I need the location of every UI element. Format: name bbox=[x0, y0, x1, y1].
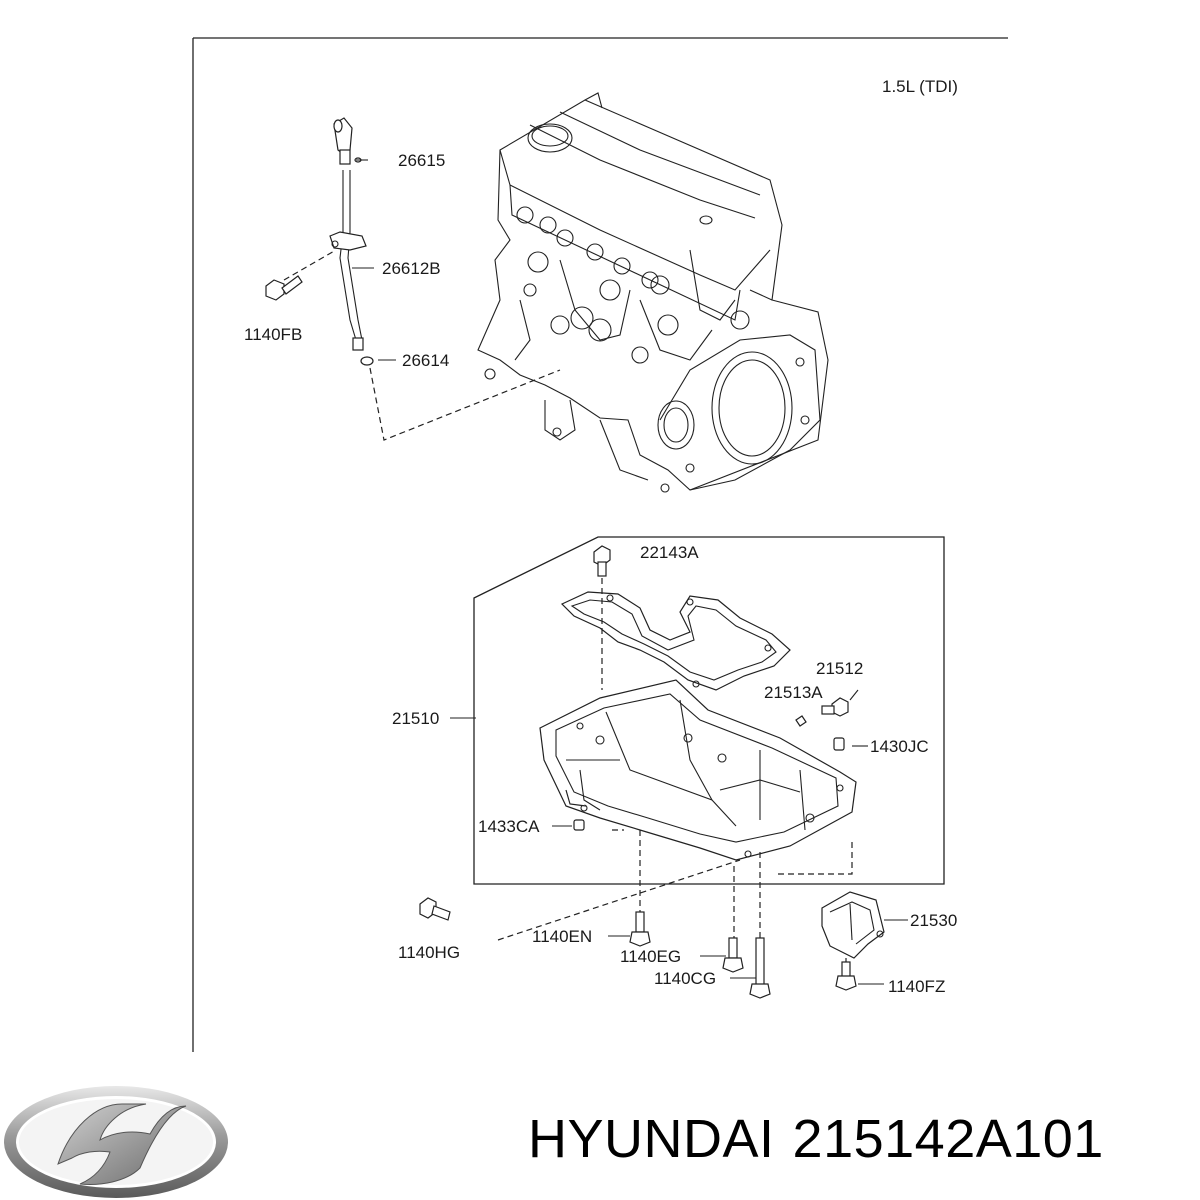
callout-26614: 26614 bbox=[402, 351, 449, 370]
bolt-1140fz bbox=[835, 961, 857, 991]
callout-26612b: 26612B bbox=[382, 259, 441, 278]
oil-pan-group-frame bbox=[473, 536, 945, 885]
callout-21512: 21512 bbox=[816, 659, 863, 678]
gasket-22143a bbox=[560, 591, 791, 691]
bolt-1140en bbox=[629, 911, 651, 947]
callout-1140hg: 1140HG bbox=[398, 943, 460, 962]
engine-spec-label: 1.5L (TDI) bbox=[882, 77, 958, 96]
diagram-frame bbox=[192, 37, 1008, 1052]
callout-1140fb: 1140FB bbox=[244, 325, 302, 344]
brand-name: HYUNDAI bbox=[528, 1109, 775, 1169]
callout-26615: 26615 bbox=[398, 151, 445, 170]
callout-1430jc: 1430JC bbox=[870, 737, 929, 756]
oil-pan-21510 bbox=[539, 679, 857, 861]
product-caption: HYUNDAI 215142A101 bbox=[528, 1108, 1104, 1170]
part-number: 215142A101 bbox=[792, 1109, 1104, 1169]
callout-1140fz: 1140FZ bbox=[888, 977, 945, 996]
oil-pan-leaders bbox=[450, 578, 868, 962]
callout-1140cg: 1140CG bbox=[654, 969, 716, 988]
callout-1140eg: 1140EG bbox=[620, 947, 681, 966]
small-parts bbox=[573, 697, 849, 831]
callout-21513a: 21513A bbox=[764, 683, 823, 702]
bolt-1140eg bbox=[722, 937, 744, 973]
callout-21510: 21510 bbox=[392, 709, 439, 728]
callout-1140en: 1140EN bbox=[532, 927, 592, 946]
oil-dipstick-assembly bbox=[329, 117, 374, 366]
bottom-leaders bbox=[608, 919, 908, 985]
dipstick-leaders bbox=[283, 159, 561, 441]
engine-block bbox=[477, 92, 829, 493]
bolt-1140cg bbox=[749, 937, 771, 999]
hyundai-logo-icon bbox=[4, 1086, 228, 1198]
callout-21530: 21530 bbox=[910, 911, 957, 930]
bracket-21530 bbox=[821, 891, 885, 959]
bolt-top-gasket bbox=[593, 545, 611, 577]
callout-22143a: 22143A bbox=[640, 543, 699, 562]
bolt-1140fb bbox=[265, 275, 303, 301]
callout-1433ca: 1433CA bbox=[478, 817, 540, 836]
bolt-1140hg bbox=[419, 897, 451, 921]
